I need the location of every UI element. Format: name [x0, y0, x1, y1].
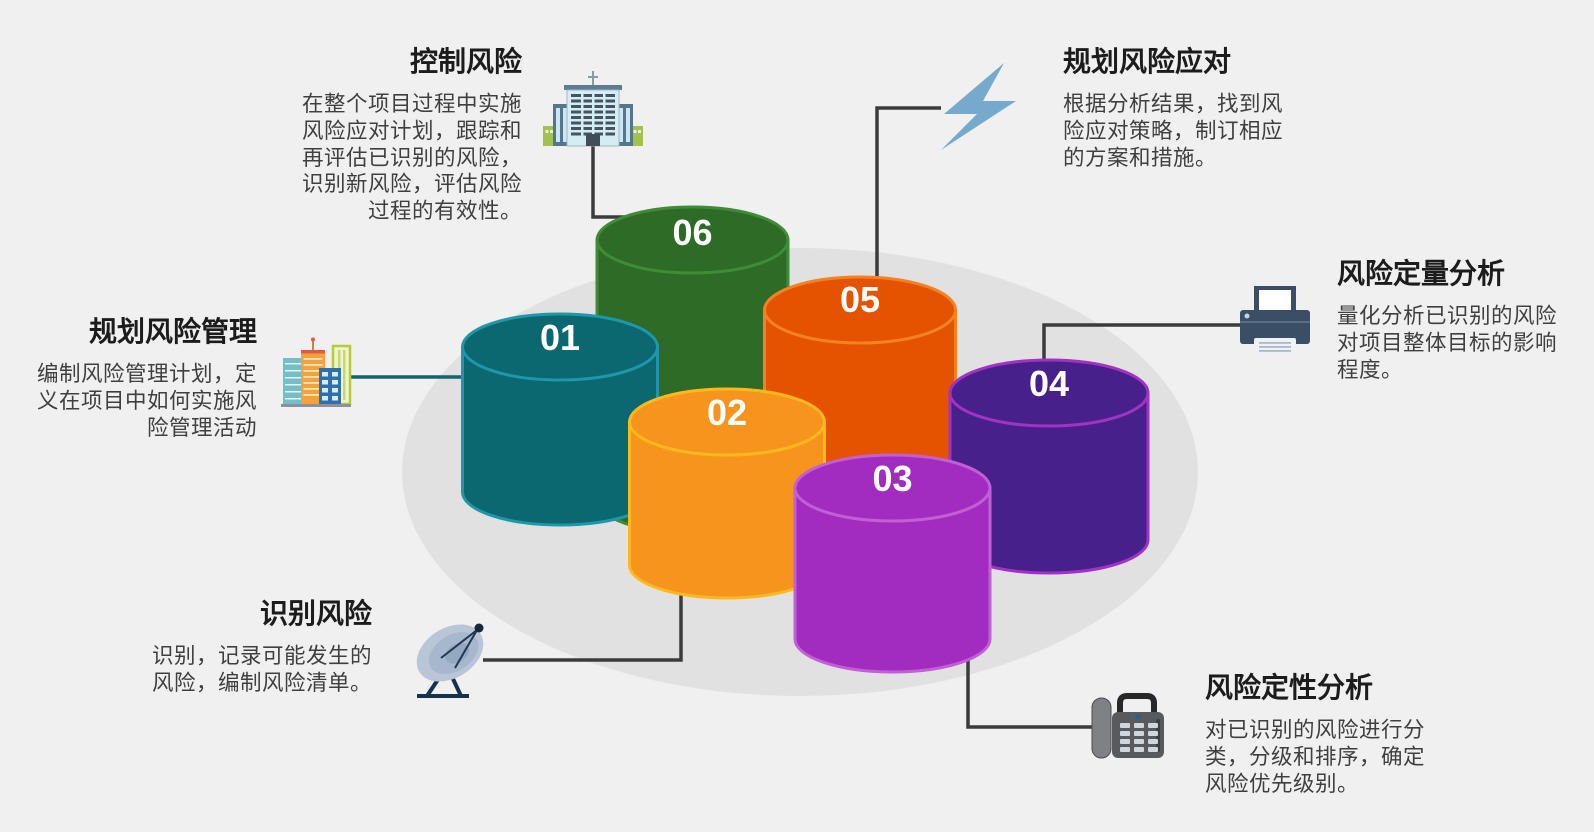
connector-step-02: [483, 588, 683, 662]
cylinder-03-top: [793, 453, 992, 523]
step-05-description: 根据分析结果，找到风险应对策略，制订相应的方案和措施。: [1063, 92, 1284, 170]
office-building-icon: [543, 71, 643, 147]
cylinder-03: 03: [793, 453, 992, 674]
step-06-description: 在整个项目过程中实施风险应对计划，跟踪和再评估已识别的风险，识别新风险，评估风险…: [301, 92, 522, 223]
step-05-title: 规划风险应对: [1063, 46, 1232, 77]
step-01-title: 规划风险管理: [88, 316, 257, 347]
cylinder-03-body: [793, 486, 992, 674]
connector-step-05: [875, 106, 941, 292]
satellite-dish-icon: [416, 623, 484, 698]
step-03-description: 对已识别的风险进行分类，分级和排序，确定风险优先级别。: [1205, 718, 1426, 796]
cylinder-01-top: [461, 312, 659, 382]
cylinder-03-number: 03: [872, 458, 912, 499]
cylinder-06-top: [595, 205, 790, 275]
step-04-label-block: 风险定量分析 量化分析已识别的风险对项目整体目标的影响程度。: [1337, 258, 1571, 383]
step-02-description: 识别，记录可能发生的风险，编制风险清单。: [151, 644, 372, 695]
cylinder-05-number: 05: [840, 279, 880, 320]
step-03-label-block: 风险定性分析 对已识别的风险进行分类，分级和排序，确定风险优先级别。: [1205, 672, 1439, 797]
connector-step-03: [966, 655, 1093, 729]
city-buildings-icon: [281, 337, 352, 407]
cylinder-05-top: [763, 275, 957, 345]
cylinder-02-top: [628, 387, 826, 457]
step-06-label-block: 控制风险 在整个项目过程中实施风险应对计划，跟踪和再评估已识别的风险，识别新风险…: [292, 46, 522, 224]
step-02-label-block: 识别风险 识别，记录可能发生的风险，编制风险清单。: [148, 598, 372, 697]
step-01-description: 编制风险管理计划，定义在项目中如何实施风险管理活动: [36, 362, 257, 440]
cylinder-06-number: 06: [672, 212, 712, 253]
cylinder-02-number: 02: [707, 392, 747, 433]
cylinder-04-top: [948, 358, 1150, 428]
cylinder-01-number: 01: [540, 317, 580, 358]
step-03-title: 风险定性分析: [1205, 672, 1374, 703]
step-01-label-block: 规划风险管理 编制风险管理计划，定义在项目中如何实施风险管理活动: [33, 316, 257, 441]
cylinder-04: 04: [948, 358, 1150, 575]
step-02-title: 识别风险: [259, 598, 372, 629]
step-04-title: 风险定量分析: [1337, 258, 1506, 289]
step-04-description: 量化分析已识别的风险对项目整体目标的影响程度。: [1337, 304, 1558, 382]
step-06-title: 控制风险: [409, 46, 522, 77]
step-05-label-block: 规划风险应对 根据分析结果，找到风险应对策略，制订相应的方案和措施。: [1063, 46, 1295, 171]
desk-phone-icon: [1091, 693, 1164, 759]
lightning-bolt-icon: [941, 63, 1016, 150]
printer-icon: [1240, 286, 1310, 354]
cylinder-04-number: 04: [1029, 363, 1069, 404]
cylinder-02: 02: [628, 387, 826, 600]
